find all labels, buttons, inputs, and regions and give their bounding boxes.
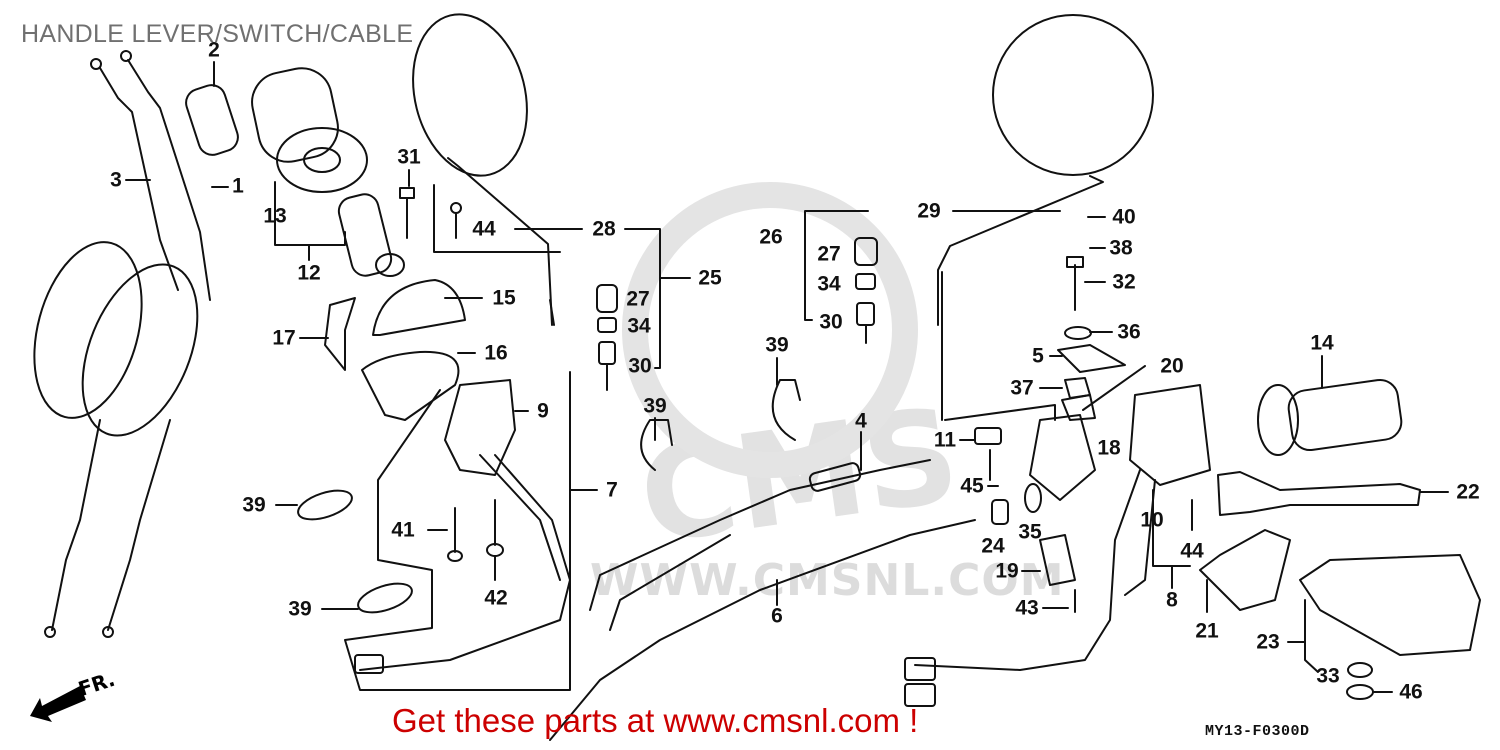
part-callout-46[interactable]: 46 — [1399, 680, 1423, 704]
screw-icon — [433, 184, 561, 253]
part-callout-22[interactable]: 22 — [1456, 480, 1480, 504]
throttle-pipe-icon — [337, 193, 405, 277]
part-callout-25[interactable]: 25 — [698, 266, 722, 290]
mirror-adapter-stack-icon — [596, 210, 878, 391]
part-callout-40[interactable]: 40 — [1112, 205, 1136, 229]
part-callout-27[interactable]: 27 — [817, 242, 841, 266]
right-mirror-icon — [937, 14, 1154, 326]
part-callout-23[interactable]: 23 — [1256, 630, 1280, 654]
part-callout-36[interactable]: 36 — [1117, 320, 1141, 344]
left-handlebar-switch-icon — [344, 371, 598, 691]
part-callout-39[interactable]: 39 — [288, 597, 312, 621]
part-callout-4[interactable]: 4 — [855, 409, 867, 433]
part-callout-19[interactable]: 19 — [995, 559, 1019, 583]
part-callout-28[interactable]: 28 — [592, 217, 616, 241]
part-callout-43[interactable]: 43 — [1015, 596, 1039, 620]
grip-end-icon — [185, 84, 239, 156]
part-callout-18[interactable]: 18 — [1097, 436, 1121, 460]
part-callout-45[interactable]: 45 — [960, 474, 984, 498]
part-callout-34[interactable]: 34 — [627, 314, 651, 338]
part-callout-31[interactable]: 31 — [397, 145, 421, 169]
clutch-lever-bracket-icon — [941, 216, 1146, 613]
part-callout-9[interactable]: 9 — [537, 399, 549, 423]
part-callout-24[interactable]: 24 — [981, 534, 1005, 558]
part-callout-41[interactable]: 41 — [391, 518, 415, 542]
part-callout-2[interactable]: 2 — [208, 38, 220, 62]
part-callout-6[interactable]: 6 — [771, 604, 783, 628]
part-callout-35[interactable]: 35 — [1018, 520, 1042, 544]
part-callout-12[interactable]: 12 — [297, 261, 321, 285]
part-callout-8[interactable]: 8 — [1166, 588, 1178, 612]
watermark-url: WWW.CMSNL.COM — [590, 555, 1065, 606]
part-callout-30[interactable]: 30 — [819, 310, 843, 334]
part-callout-38[interactable]: 38 — [1109, 236, 1133, 260]
throttle-cables-icon — [33, 50, 211, 638]
part-callout-42[interactable]: 42 — [484, 586, 508, 610]
part-callout-13[interactable]: 13 — [263, 204, 287, 228]
leader-lines-icon — [125, 61, 346, 261]
front-arrow-icon — [30, 686, 86, 722]
part-callout-26[interactable]: 26 — [759, 225, 783, 249]
bolt-icon — [399, 169, 415, 239]
part-callout-29[interactable]: 29 — [917, 199, 941, 223]
part-callout-32[interactable]: 32 — [1112, 270, 1136, 294]
part-callout-21[interactable]: 21 — [1195, 619, 1219, 643]
control-cables-icon — [549, 431, 976, 741]
part-callout-11[interactable]: 11 — [933, 428, 957, 452]
part-callout-39[interactable]: 39 — [643, 394, 667, 418]
part-callout-30[interactable]: 30 — [628, 354, 652, 378]
part-callout-44[interactable]: 44 — [472, 217, 496, 241]
part-callout-17[interactable]: 17 — [272, 326, 296, 350]
throttle-housing-icon — [299, 279, 483, 421]
part-callout-16[interactable]: 16 — [484, 341, 508, 365]
part-callout-34[interactable]: 34 — [817, 272, 841, 296]
part-callout-44[interactable]: 44 — [1180, 539, 1204, 563]
part-callout-27[interactable]: 27 — [626, 287, 650, 311]
part-callout-14[interactable]: 14 — [1310, 331, 1334, 355]
part-callout-1[interactable]: 1 — [232, 174, 244, 198]
throttle-grip-icon — [251, 67, 368, 193]
switch-screw-icon — [427, 499, 504, 581]
part-callout-3[interactable]: 3 — [110, 168, 122, 192]
diagram-title: HANDLE LEVER/SWITCH/CABLE — [21, 20, 414, 48]
part-callout-15[interactable]: 15 — [492, 286, 516, 310]
left-mirror-icon — [412, 13, 583, 326]
part-callout-39[interactable]: 39 — [242, 493, 266, 517]
clutch-lever-icon — [1217, 471, 1449, 516]
part-callout-7[interactable]: 7 — [606, 478, 618, 502]
promo-link[interactable]: Get these parts at www.cmsnl.com ! — [392, 702, 919, 739]
part-callout-39[interactable]: 39 — [765, 333, 789, 357]
cable-band-icon — [275, 357, 801, 614]
part-callout-33[interactable]: 33 — [1316, 664, 1340, 688]
hand-guard-icon — [1199, 529, 1481, 700]
watermark-ring-icon — [622, 182, 918, 478]
part-callout-20[interactable]: 20 — [1160, 354, 1184, 378]
right-handlebar-switch-icon — [904, 384, 1211, 707]
part-callout-37[interactable]: 37 — [1010, 376, 1034, 400]
part-callout-10[interactable]: 10 — [1140, 508, 1164, 532]
right-grip-icon — [1257, 355, 1403, 456]
part-callout-5[interactable]: 5 — [1032, 344, 1044, 368]
part-code: MY13-F0300D — [1205, 723, 1310, 740]
